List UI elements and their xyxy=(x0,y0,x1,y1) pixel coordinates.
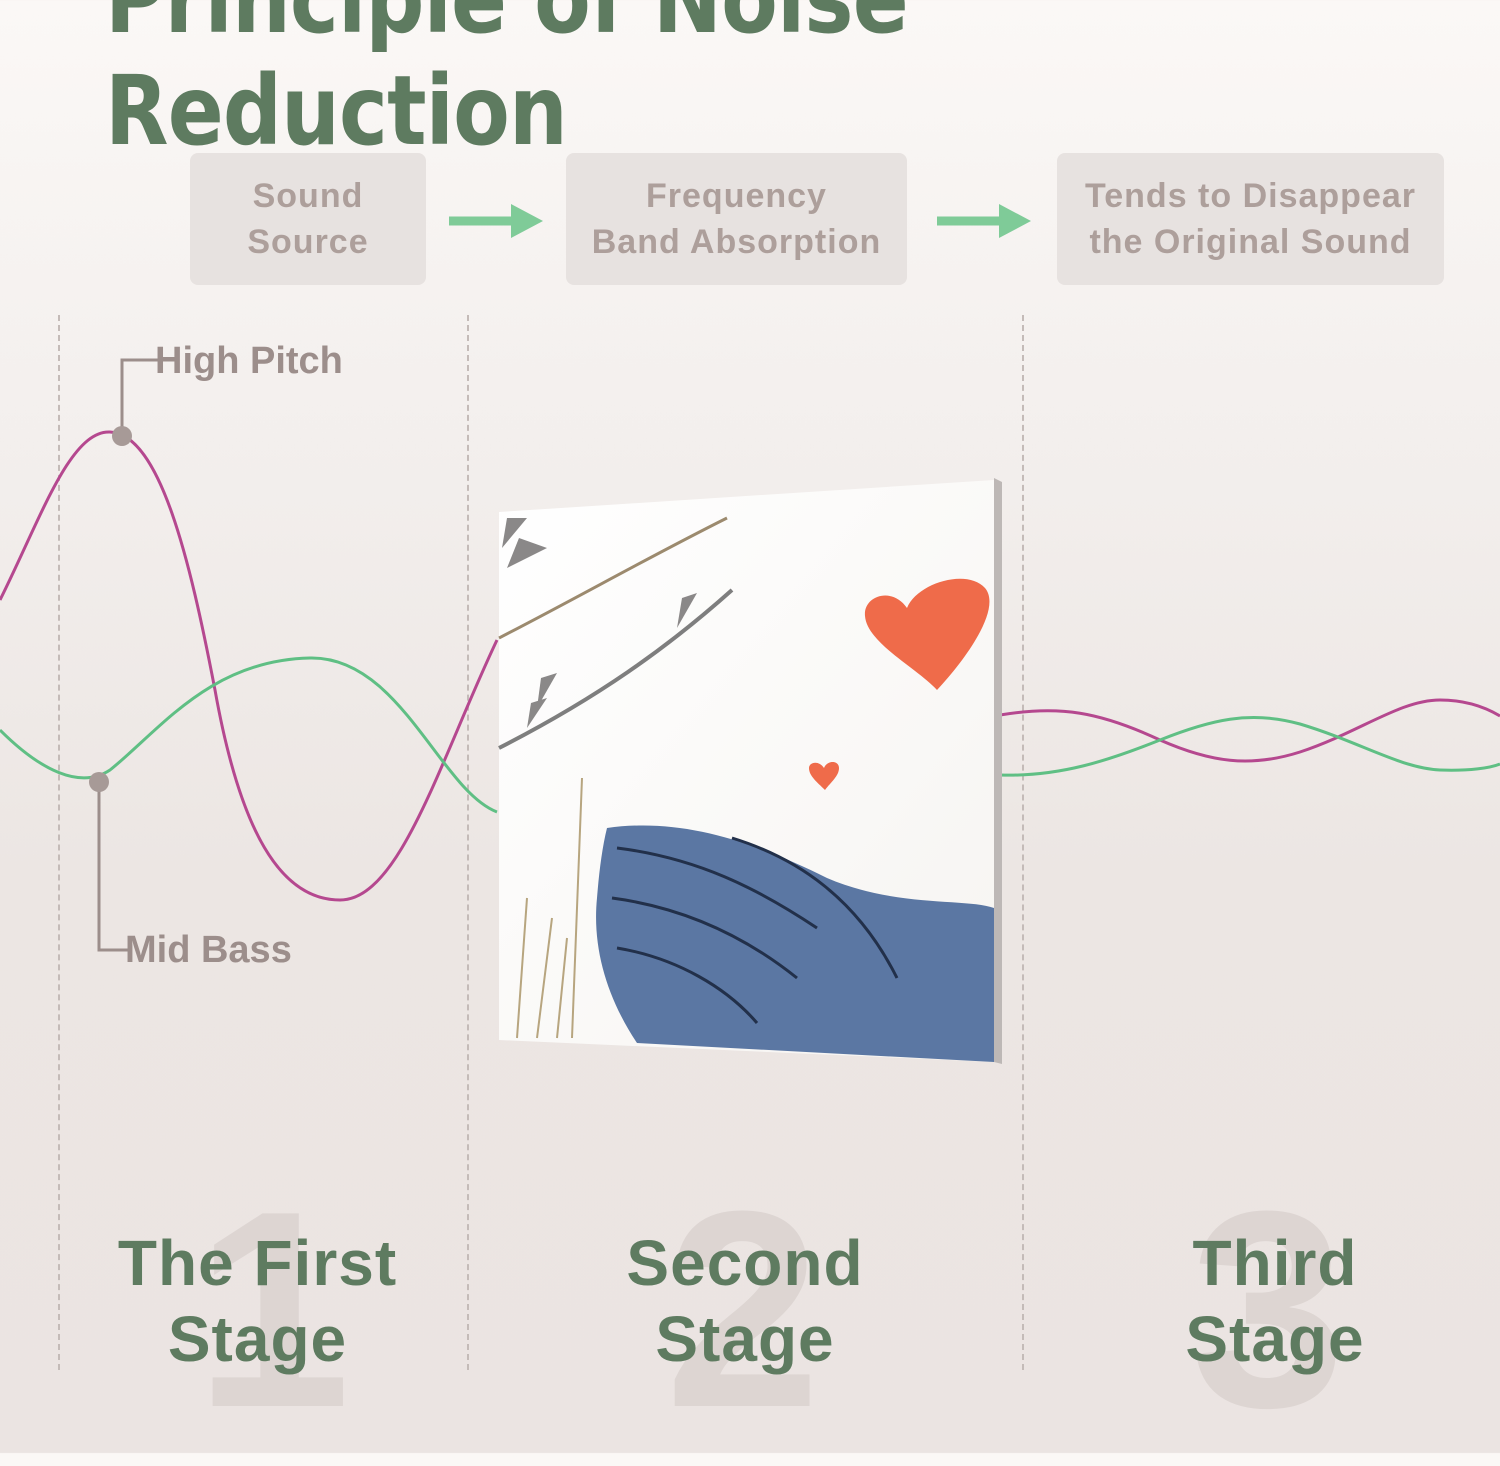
step-label-line2: Band Absorption xyxy=(591,223,882,261)
high-pitch-wave xyxy=(0,430,499,902)
heart-icon xyxy=(809,762,839,790)
stage-label-line1: Second xyxy=(626,1227,864,1299)
branch xyxy=(498,516,728,640)
stage-number: 2 xyxy=(665,1154,821,1466)
callout-connector xyxy=(97,782,128,952)
divider-line xyxy=(58,315,60,1370)
high-pitch-label: High Pitch xyxy=(155,340,343,382)
callout-dot xyxy=(112,426,132,446)
mid-bass-label: Mid Bass xyxy=(125,929,292,971)
step-label-line2: the Original Sound xyxy=(1089,223,1412,261)
stage-number: 3 xyxy=(1190,1154,1346,1466)
leaf xyxy=(507,538,547,568)
step-label-line1: Sound xyxy=(252,177,364,215)
bird-wing xyxy=(596,825,994,1062)
stage-label-line2: Stage xyxy=(655,1303,835,1375)
leaf xyxy=(677,593,697,628)
step-sound-disappears: Tends to Disappear the Original Sound xyxy=(1057,153,1444,285)
branch xyxy=(498,588,734,750)
stage-label-1: The First Stage xyxy=(90,1225,425,1395)
leaf xyxy=(527,698,547,728)
divider-line xyxy=(467,315,469,1370)
grass xyxy=(516,777,583,1039)
stage-label-line2: Stage xyxy=(167,1303,348,1375)
stage-label-2: Second Stage xyxy=(595,1225,895,1395)
callout-dot xyxy=(89,772,109,792)
mid-bass-wave-reduced xyxy=(999,715,1500,777)
step-label-line1: Frequency xyxy=(646,177,827,215)
divider-line xyxy=(1022,315,1024,1370)
heart-icon xyxy=(864,578,990,690)
stage-label-3: Third Stage xyxy=(1130,1225,1420,1395)
acoustic-panel-image xyxy=(498,478,1002,1064)
high-pitch-wave-reduced xyxy=(999,698,1500,763)
step-label-line1: Tends to Disappear xyxy=(1085,177,1416,215)
stage-label-line1: The First xyxy=(117,1227,398,1299)
callout-connector xyxy=(120,358,158,436)
arrow-right-icon xyxy=(449,204,543,238)
step-label-line2: Source xyxy=(247,223,369,261)
leaf xyxy=(502,518,527,548)
stage-label-line2: Stage xyxy=(1185,1303,1365,1375)
arrow-right-icon xyxy=(937,204,1031,238)
stage-label-line1: Third xyxy=(1192,1227,1358,1299)
leaf xyxy=(537,673,557,708)
mid-bass-wave xyxy=(0,656,498,814)
stage-number: 1 xyxy=(195,1154,351,1466)
